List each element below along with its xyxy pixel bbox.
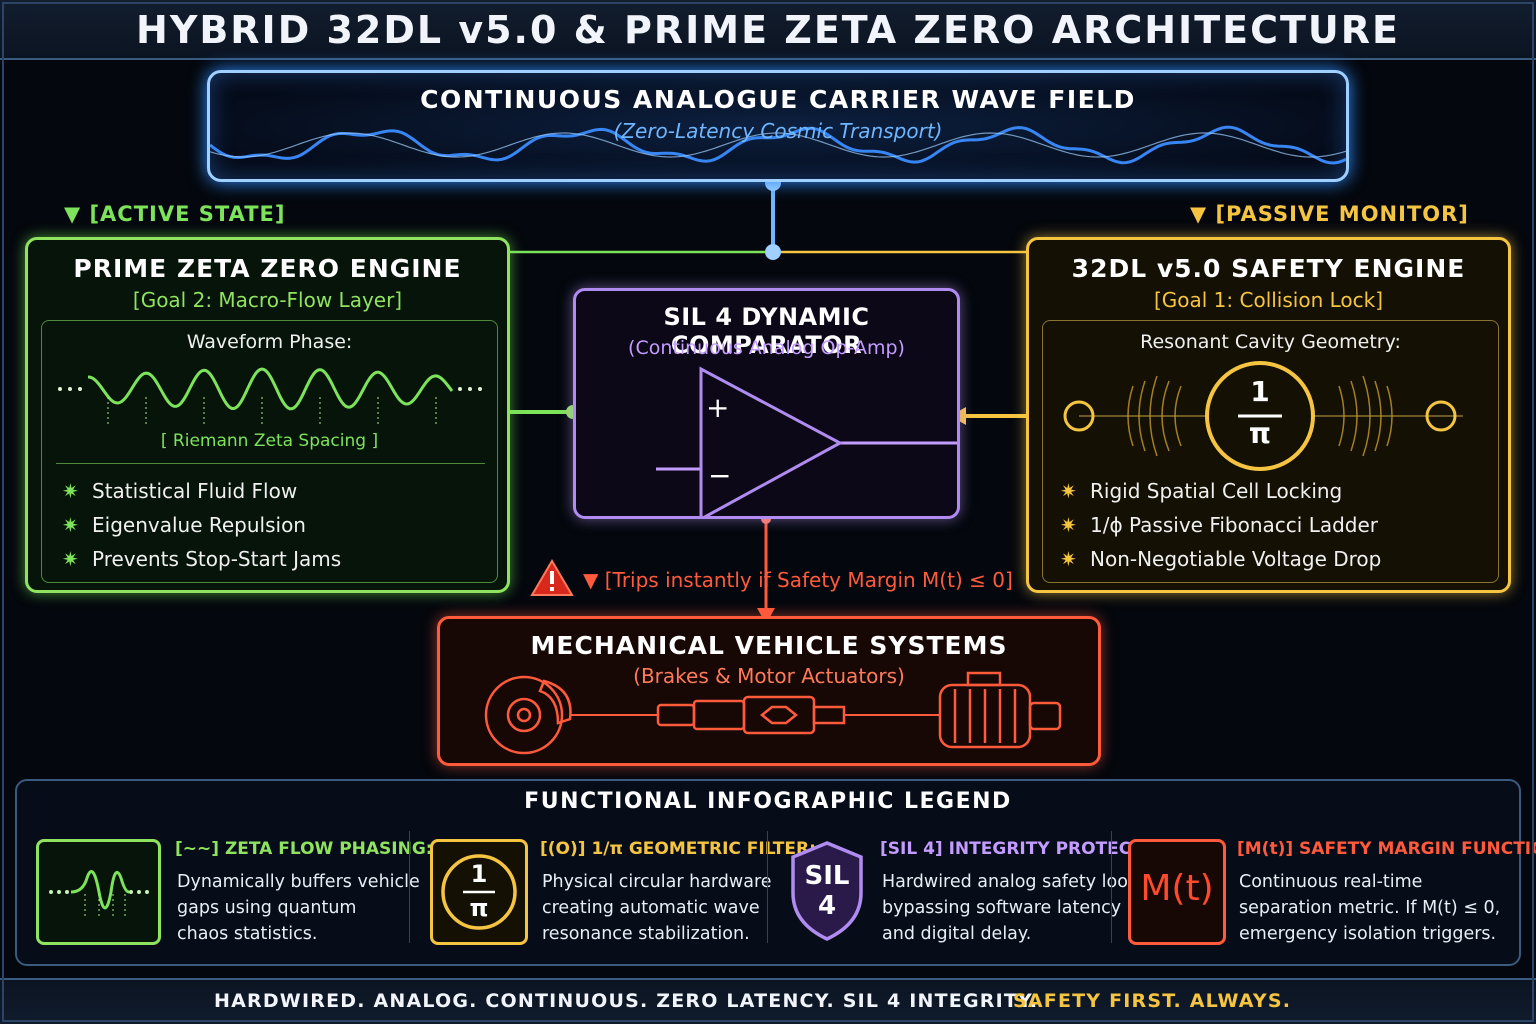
filter-denominator: π <box>1248 417 1272 450</box>
active-state-label: ▼ [ACTIVE STATE] <box>64 202 286 226</box>
legend-head-zeta: [~~] ZETA FLOW PHASING: <box>175 839 433 859</box>
brake-disc-icon <box>484 675 564 755</box>
safety-feature-3: ✷Non-Negotiable Voltage Drop <box>1060 547 1382 571</box>
star-bullet-icon: ✷ <box>62 513 79 537</box>
legend-filter-num: 1 <box>470 860 488 888</box>
star-bullet-icon: ✷ <box>1060 513 1077 537</box>
legend-head-sil4: [SIL 4] INTEGRITY PROTECTION: <box>880 839 1185 859</box>
safety-feature-2: ✷1/ϕ Passive Fibonacci Ladder <box>1060 513 1379 537</box>
carrier-wave-box: CONTINUOUS ANALOGUE CARRIER WAVE FIELD (… <box>207 70 1349 182</box>
safety-engine-subtitle: [Goal 1: Collision Lock] <box>1153 288 1384 312</box>
legend-body-sil4: Hardwired analog safety loop bypassing s… <box>882 872 1140 944</box>
prime-engine-subtitle: [Goal 2: Macro-Flow Layer] <box>132 288 403 312</box>
prime-feature-3: ✷Prevents Stop-Start Jams <box>62 547 342 571</box>
carrier-wave-icon <box>210 125 1346 165</box>
star-bullet-icon: ✷ <box>1060 547 1077 571</box>
warning-triangle-icon <box>530 559 574 596</box>
resonant-cavity-heading: Resonant Cavity Geometry: <box>1140 331 1401 353</box>
safety-engine-box: 32DL v5.0 SAFETY ENGINE [Goal 1: Collisi… <box>1026 237 1511 593</box>
junction-node <box>765 244 781 260</box>
footer-bar: HARDWIRED. ANALOG. CONTINUOUS. ZERO LATE… <box>0 978 1536 1024</box>
title-bar: HYBRID 32DL v5.0 & PRIME ZETA ZERO ARCHI… <box>0 0 1536 60</box>
sil4-shield-top: SIL <box>804 861 850 891</box>
footer-motto: SAFETY FIRST. ALWAYS. <box>1013 990 1292 1012</box>
prime-zeta-engine-box: PRIME ZETA ZERO ENGINE [Goal 2: Macro-Fl… <box>25 237 510 593</box>
prime-engine-title: PRIME ZETA ZERO ENGINE <box>73 254 462 283</box>
vehicle-hardware-icon <box>484 671 1062 755</box>
legend-body-margin: Continuous real-time separation metric. … <box>1239 872 1501 944</box>
sil4-shield-bottom: 4 <box>817 891 837 921</box>
legend-title: FUNCTIONAL INFOGRAPHIC LEGEND <box>524 789 1012 814</box>
legend-body-filter: Physical circular hardware creating auto… <box>542 872 772 944</box>
op-amp-minus: − <box>708 459 732 492</box>
mechanical-subtitle: (Brakes & Motor Actuators) <box>633 664 905 688</box>
footer-tagline: HARDWIRED. ANALOG. CONTINUOUS. ZERO LATE… <box>214 990 1039 1012</box>
legend-divider <box>1111 831 1112 943</box>
legend-panel: FUNCTIONAL INFOGRAPHIC LEGEND [~~] ZETA … <box>15 779 1536 966</box>
prime-divider <box>56 463 485 464</box>
comparator-subtitle: (Continuous Analog Op-Amp) <box>628 337 905 359</box>
page-title: HYBRID 32DL v5.0 & PRIME ZETA ZERO ARCHI… <box>136 8 1400 52</box>
resonant-cavity-panel: Resonant Cavity Geometry: 1 π ✷Rigid Spa… <box>1042 320 1499 583</box>
star-bullet-icon: ✷ <box>1060 479 1077 503</box>
legend-divider <box>409 831 410 943</box>
comparator-title: SIL 4 DYNAMIC COMPARATOR <box>663 303 870 359</box>
legend-divider <box>767 831 768 943</box>
zeta-waveform-icon <box>58 367 482 427</box>
sil4-shield-icon <box>791 841 863 941</box>
resonant-cavity-icon <box>1063 361 1463 471</box>
op-amp-icon <box>656 366 957 516</box>
waveform-phase-panel: Waveform Phase: [ Riemann Zeta Spacing ]… <box>41 320 498 583</box>
mechanical-systems-box: MECHANICAL VEHICLE SYSTEMS (Brakes & Mot… <box>437 616 1101 766</box>
safety-engine-title: 32DL v5.0 SAFETY ENGINE <box>1071 254 1466 283</box>
op-amp-plus: + <box>706 391 730 424</box>
geometric-filter-legend-icon: 1 π <box>430 839 528 945</box>
sil4-comparator-box: SIL 4 DYNAMIC COMPARATOR (Continuous Ana… <box>573 288 960 519</box>
actuator-icon <box>742 695 816 735</box>
carrier-title: CONTINUOUS ANALOGUE CARRIER WAVE FIELD <box>420 85 1136 114</box>
filter-numerator: 1 <box>1250 375 1270 408</box>
waveform-phase-heading: Waveform Phase: <box>186 331 353 353</box>
legend-head-margin: [M(t)] SAFETY MARGIN FUNCTION: <box>1237 839 1536 859</box>
safety-margin-legend-icon: M(t) <box>1128 839 1226 945</box>
carrier-subtitle: (Zero-Latency Cosmic Transport) <box>613 119 943 143</box>
trip-warning-text: ▼ [Trips instantly if Safety Margin M(t)… <box>583 568 1013 592</box>
zeta-pulse-icon <box>49 870 149 918</box>
pi-filter-icon <box>441 854 517 930</box>
legend-filter-den: π <box>469 894 489 922</box>
safety-feature-1: ✷Rigid Spatial Cell Locking <box>1060 479 1343 503</box>
mechanical-title: MECHANICAL VEHICLE SYSTEMS <box>530 631 1008 660</box>
riemann-spacing-label: [ Riemann Zeta Spacing ] <box>160 431 379 451</box>
prime-feature-1: ✷Statistical Fluid Flow <box>62 479 298 503</box>
legend-body-zeta: Dynamically buffers vehicle gaps using q… <box>177 872 420 944</box>
prime-feature-2: ✷Eigenvalue Repulsion <box>62 513 306 537</box>
passive-monitor-label: ▼ [PASSIVE MONITOR] <box>1190 202 1469 226</box>
mt-icon-text: M(t) <box>1140 868 1214 909</box>
zeta-flow-legend-icon <box>36 839 161 945</box>
star-bullet-icon: ✷ <box>62 479 79 503</box>
star-bullet-icon: ✷ <box>62 547 79 571</box>
legend-head-filter: [(O)] 1/π GEOMETRIC FILTER: <box>540 839 816 859</box>
